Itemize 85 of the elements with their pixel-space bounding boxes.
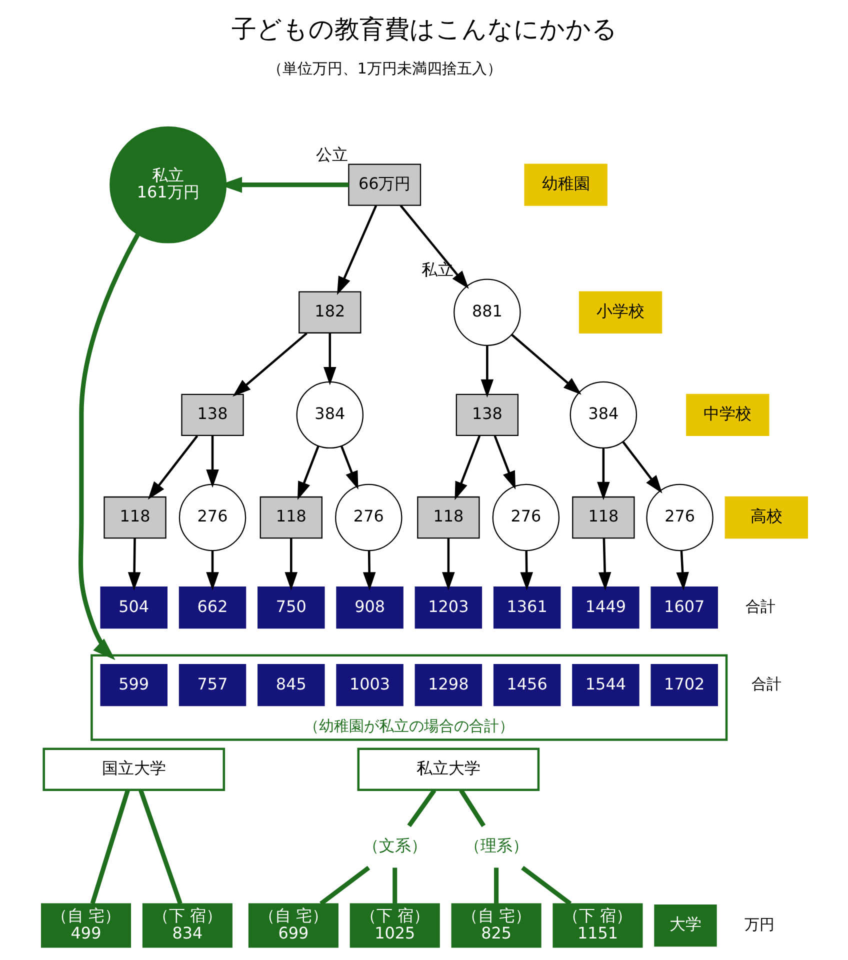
node-box: 182 [298, 291, 361, 334]
arrow [622, 441, 662, 494]
arrow [78, 234, 140, 660]
node-label: 公立 [316, 144, 348, 164]
node-box: 908 [336, 586, 403, 629]
node-box: 138 [455, 394, 518, 436]
arrow [676, 550, 688, 590]
node-box: 118 [572, 496, 634, 539]
node-box: 118 [416, 496, 480, 539]
node-box: （自 宅） 825 [450, 903, 541, 948]
node-box: 幼稚園 [524, 164, 607, 206]
node-box: 1607 [650, 586, 718, 629]
arrow [284, 538, 298, 590]
label: 合計 [745, 598, 776, 616]
connector [458, 789, 486, 828]
node-box: 1203 [414, 586, 482, 629]
node-text: （理系） [464, 836, 528, 856]
node-box: 1003 [336, 664, 403, 706]
node-box: 1298 [414, 664, 482, 706]
arrow [336, 205, 377, 295]
node-box: 小学校 [578, 291, 662, 334]
arrow [297, 446, 319, 500]
connector [90, 789, 130, 904]
arrow [340, 446, 358, 490]
node-circle: 384 [296, 381, 364, 449]
arrow [598, 538, 611, 590]
arrow [399, 204, 468, 289]
node-box: 138 [180, 394, 244, 436]
node-box: 599 [100, 664, 167, 706]
arrow [206, 550, 218, 590]
arrow [520, 550, 533, 590]
node-box: （自 宅） 499 [40, 903, 131, 948]
arrow [493, 435, 516, 490]
node-circle: 276 [492, 484, 560, 552]
node-label: 私立 [421, 260, 454, 279]
node-circle: 276 [178, 484, 246, 552]
connector [319, 866, 370, 906]
node-box: 1449 [572, 586, 639, 629]
node-box: （自 宅） 699 [248, 903, 338, 948]
arrow [596, 448, 610, 500]
arrow [147, 435, 198, 500]
arrow [232, 332, 307, 397]
arrow [323, 333, 336, 386]
node-box: 118 [259, 496, 322, 539]
node-box: 私立大学 [356, 748, 540, 792]
node-box: （下 宿） 1025 [349, 903, 440, 948]
node-box: 高校 [724, 496, 808, 539]
label: （単位万円、1万円未満四捨五入） [266, 60, 502, 78]
arrow [362, 550, 376, 590]
node-circle: 276 [646, 484, 713, 552]
connector [520, 866, 572, 906]
connector [406, 788, 436, 828]
node-box: （下 宿） 834 [142, 903, 232, 948]
label: 合計 [750, 676, 781, 693]
arrow [442, 538, 454, 590]
node-box: 757 [178, 664, 246, 706]
arrow [510, 334, 581, 395]
node-circle: 私立 161万円 [109, 126, 226, 244]
node-box: 504 [100, 586, 167, 629]
node-box: 1361 [492, 586, 560, 629]
node-text: （文系） [362, 836, 426, 856]
node-box: 国立大学 [42, 748, 225, 792]
label: 万円 [744, 916, 774, 934]
node-box: 845 [257, 664, 324, 706]
connector [138, 789, 182, 904]
connector [392, 868, 397, 904]
connector [494, 868, 498, 904]
node-box: （下 宿） 1151 [552, 903, 642, 948]
node-box: 1702 [650, 664, 718, 706]
node-box: 1544 [572, 664, 639, 706]
node-box: 1456 [492, 664, 560, 706]
node-box: 750 [257, 586, 324, 629]
node-circle: 881 [453, 278, 520, 346]
diagram-title: 子どもの教育費はこんなにかかる [231, 14, 617, 44]
node-box: 中学校 [686, 394, 769, 436]
node-box: 118 [103, 496, 166, 539]
arrow [480, 346, 494, 398]
node-box: 大学 [654, 904, 716, 947]
node-box: 662 [178, 586, 246, 629]
arrow [206, 436, 218, 488]
node-circle: 276 [334, 484, 402, 552]
node-circle: 384 [569, 381, 637, 449]
node-box: 66万円 [348, 164, 421, 206]
arrow [127, 538, 140, 590]
arrow [454, 435, 480, 500]
